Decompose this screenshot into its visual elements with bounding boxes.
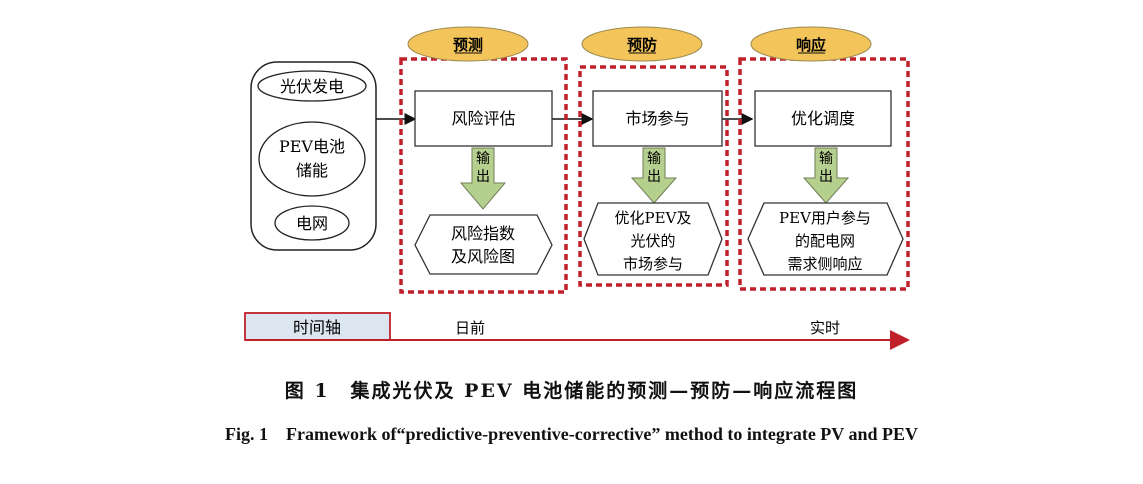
stage-2-process: 市场参与 — [625, 109, 689, 128]
stage-3-label: 响应 — [796, 36, 826, 54]
stage-3-output-arrow — [802, 147, 850, 204]
stage-2-result-line-3: 市场参与 — [623, 255, 683, 273]
stage-1-result-line-1: 风险指数 — [451, 224, 515, 243]
input-grid-label: 电网 — [296, 214, 328, 233]
stage-1-output-arrow — [459, 147, 507, 210]
stage-2-result-line-2: 光伏的 — [630, 232, 675, 250]
stage-2-process-box — [592, 90, 723, 147]
stage-3-process: 优化调度 — [791, 109, 855, 128]
stage-1-result-line-2: 及风险图 — [451, 247, 515, 266]
stage-3-result-line-3: 需求侧响应 — [787, 255, 862, 273]
timeline-axis-box — [244, 312, 391, 341]
stage-1-label-ellipse — [407, 26, 529, 62]
stage-2-result-line-1: 优化PEV及 — [615, 209, 692, 227]
stage-1-process: 风险评估 — [451, 109, 515, 128]
timeline-start-label: 日前 — [455, 319, 485, 337]
figure-caption-english: Fig. 1 Framework of“predictive-preventiv… — [0, 420, 1143, 446]
stage-1-process-box — [414, 90, 553, 147]
input-pev-ellipse — [258, 121, 366, 197]
stage-3-result-hexagon — [747, 202, 904, 276]
figure-caption-chinese: 图 1 集成光伏及 PEV 电池储能的预测—预防—响应流程图 — [0, 376, 1143, 403]
timeline-end-label: 实时 — [810, 319, 840, 337]
stage-3-output-char-2: 出 — [819, 169, 833, 185]
input-pv-label: 光伏发电 — [280, 77, 344, 96]
stage-1-result-hexagon — [414, 214, 553, 275]
stage-2-result-hexagon — [583, 202, 723, 276]
input-pev-label: PEV电池 — [279, 137, 345, 156]
stage-2-output-char-2: 出 — [647, 169, 661, 185]
input-grid-ellipse — [274, 205, 350, 241]
stage-2-output-arrow — [630, 147, 678, 204]
stage-3-process-box — [754, 90, 892, 147]
input-storage-label: 储能 — [296, 161, 328, 180]
input-pv-ellipse — [257, 70, 367, 102]
figure-caption-chinese-text: 图 1 集成光伏及 PEV 电池储能的预测—预防—响应流程图 — [284, 380, 859, 402]
stage-2-label: 预防 — [627, 36, 657, 54]
stage-3-output-char-1: 输 — [819, 151, 833, 167]
figure-caption-english-text: Fig. 1 Framework of“predictive-preventiv… — [225, 424, 918, 444]
timeline-axis-label: 时间轴 — [293, 318, 341, 337]
stage-1-output-char-1: 输 — [476, 151, 490, 167]
stage-1-label: 预测 — [453, 36, 483, 54]
stage-2-output-char-1: 输 — [647, 151, 661, 167]
flow-diagram: 光伏发电 PEV电池 储能 电网 预测 风险评估 输 出 风险指数 及风险图 预… — [244, 26, 910, 350]
stage-3-result-line-2: 的配电网 — [795, 232, 855, 250]
stage-3-label-ellipse — [750, 26, 872, 62]
stage-1-output-char-2: 出 — [476, 169, 490, 185]
stage-2-dashed-frame — [578, 65, 729, 287]
stage-2-label-ellipse — [581, 26, 703, 62]
stage-3-result-line-1: PEV用户参与 — [779, 209, 871, 227]
